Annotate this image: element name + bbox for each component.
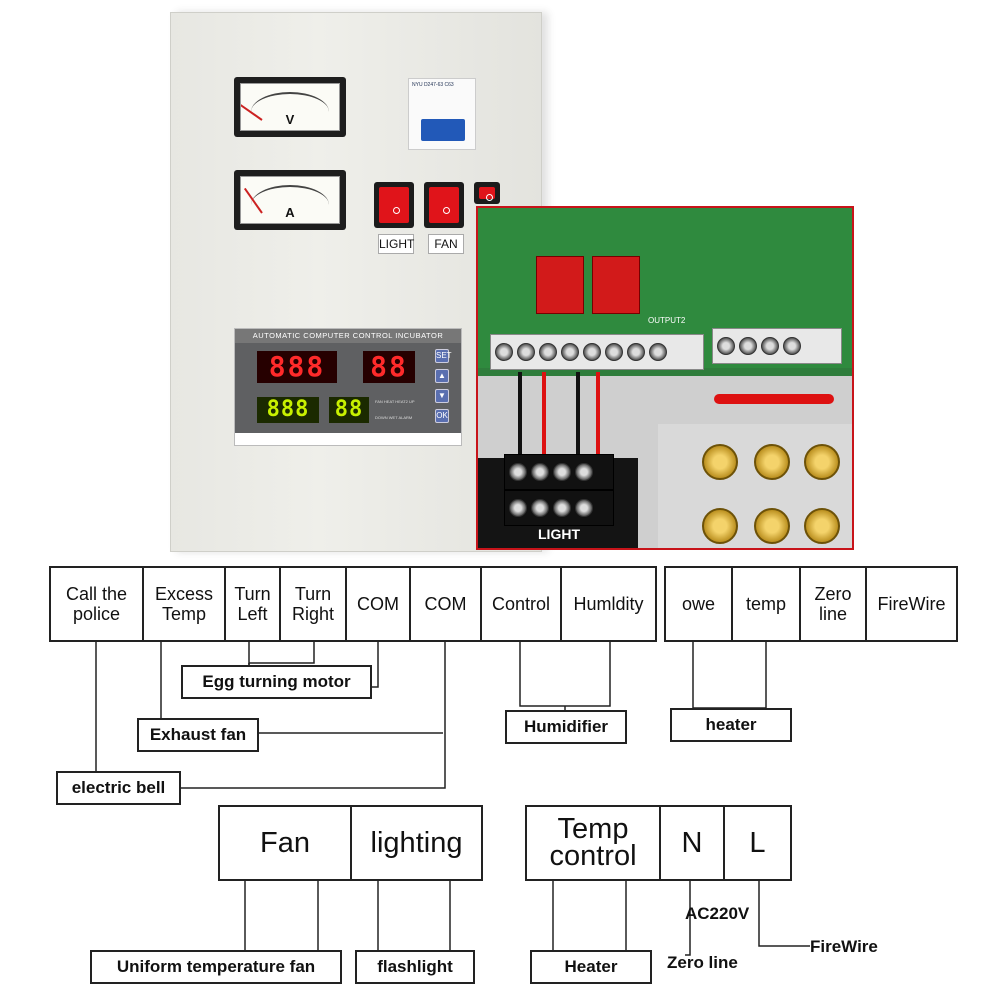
voltmeter: V (234, 77, 346, 137)
controller-title: AUTOMATIC COMPUTER CONTROL INCUBATOR (235, 329, 461, 343)
humidifier-label: Humidifier (505, 710, 627, 744)
n-box: N (661, 807, 725, 879)
egg-turning-motor-label: Egg turning motor (181, 665, 372, 699)
ammeter: A (234, 170, 346, 230)
exhaust-fan-label: Exhaust fan (137, 718, 259, 752)
light-rocker-switch (374, 182, 414, 228)
terminal-firewire: FireWire (877, 594, 946, 614)
down-button: ▼ (435, 389, 449, 403)
l-box: L (749, 826, 766, 859)
terminal-turn-left: Turn Left (226, 568, 281, 640)
breaker-toggle (421, 119, 465, 141)
heater-label-top: heater (670, 708, 792, 742)
flashlight-label: flashlight (355, 950, 475, 984)
power-strip: Temp control N L (525, 805, 792, 881)
temp-setpoint-display: 888 (257, 397, 319, 423)
temp-control-box: Temp control (527, 807, 661, 879)
lighting-box: lighting (370, 826, 463, 859)
pcb-light-label: LIGHT (538, 526, 580, 542)
breaker-label: NYU D247-63 C63 (412, 82, 454, 88)
terminal-strip-left: Call the police Excess Temp Turn Left Tu… (49, 566, 657, 642)
electric-bell-label: electric bell (56, 771, 181, 805)
voltmeter-unit: V (285, 112, 295, 127)
pcb-closeup-photo: OUTPUT2 LIGHT (476, 206, 854, 550)
pcb-output-label: OUTPUT2 (648, 316, 686, 325)
temp-display: 888 (257, 351, 337, 383)
terminal-com-2: COM (411, 568, 482, 640)
terminal-temp: temp (733, 568, 801, 640)
up-button: ▲ (435, 369, 449, 383)
light-switch-label: LIGHT (378, 234, 414, 254)
incubator-controller: AUTOMATIC COMPUTER CONTROL INCUBATOR 888… (234, 328, 462, 446)
third-rocker-switch (474, 182, 500, 204)
terminal-excess-temp: Excess Temp (144, 568, 226, 640)
firewire-label: FireWire (810, 937, 878, 956)
fan-lighting-strip: Fan lighting (218, 805, 483, 881)
terminal-owe: owe (666, 568, 733, 640)
humidity-display: 88 (363, 351, 415, 383)
terminal-call-the-police: Call the police (51, 568, 144, 640)
uniform-temperature-fan-label: Uniform temperature fan (90, 950, 342, 984)
fan-box: Fan (220, 807, 352, 879)
zero-line-label: Zero line (667, 953, 738, 972)
indicator-labels: FAN HEAT HEAT2 UP (375, 399, 415, 404)
circuit-breaker: NYU D247-63 C63 (408, 78, 476, 150)
terminal-com-1: COM (347, 568, 411, 640)
ac220v-label: AC220V (685, 904, 750, 923)
terminal-turn-right: Turn Right (281, 568, 347, 640)
ok-button: OK (435, 409, 449, 423)
set-button: SET (435, 349, 452, 363)
terminal-humidity: Humldity (573, 594, 644, 614)
humidity-setpoint-display: 88 (329, 397, 369, 423)
terminal-zero-line: Zero line (801, 568, 867, 640)
terminal-control: Control (482, 568, 562, 640)
ammeter-unit: A (285, 205, 295, 220)
fan-rocker-switch (424, 182, 464, 228)
indicator-labels-2: DOWN WET ALARM (375, 415, 413, 420)
heater-label-bottom: Heater (530, 950, 652, 984)
fan-switch-label: FAN (428, 234, 464, 254)
terminal-strip-right: owe temp Zero line FireWire (664, 566, 958, 642)
